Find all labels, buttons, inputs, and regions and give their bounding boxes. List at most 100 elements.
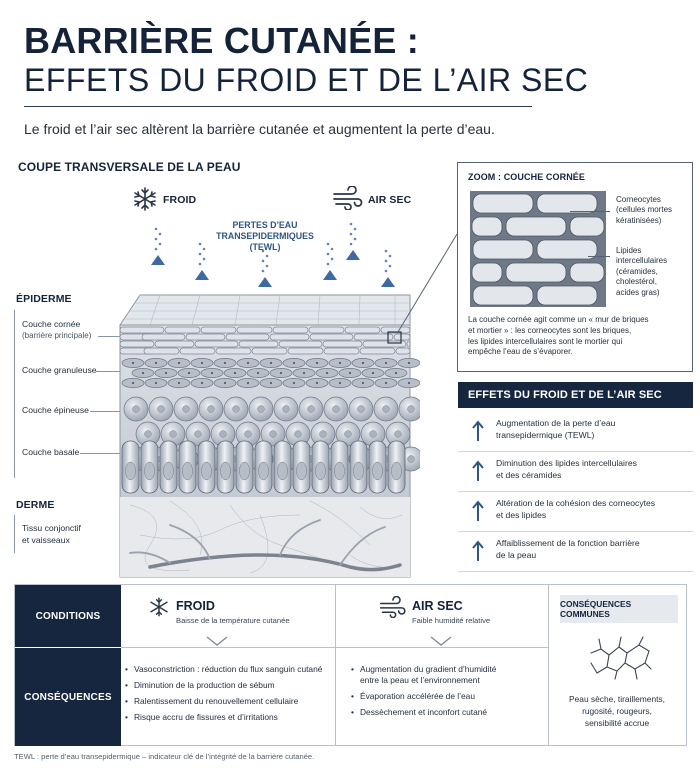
zoom-caption-line3: les lipides intercellulaires sont le mor…: [468, 336, 623, 346]
effect-text-line2: et des lipides: [496, 509, 547, 520]
arrow-up-icon: [472, 540, 484, 561]
lipids-line4: cholestérol,: [616, 277, 657, 287]
derme-tissue-line1: Tissu conjonctif: [22, 523, 81, 533]
cracked-skin-icon: [590, 636, 652, 680]
layer-label-granular: Couche granuleuse: [22, 365, 97, 375]
zoom-caption-line2: et mortier » : les corneocytes sont les …: [468, 325, 632, 335]
effect-text-line1: Diminution des lipides intercellulaires: [496, 458, 637, 468]
leader-spinous: [90, 411, 120, 412]
dry-consequence-item: Dessèchement et inconfort cutané: [351, 707, 541, 718]
layer-label-corneum-sub: (barrière principale): [22, 330, 92, 340]
epiderme-label: ÉPIDERME: [16, 293, 72, 305]
tewl-label: PERTES D’EAU TRANSEPIDERMIQUES (TEWL): [205, 220, 325, 253]
effect-text-line2: transepidermique (TEWL): [496, 429, 595, 440]
effect-text-line2: et des céramides: [496, 469, 562, 480]
wind-icon: [379, 596, 406, 618]
corneocytes-line2: (cellules mortes: [616, 205, 673, 215]
title-divider: [24, 106, 532, 107]
tewl-label-line3: (TEWL): [249, 241, 281, 252]
zoom-caption: La couche cornée agit comme un « mur de …: [468, 315, 688, 358]
brick-wall-illustration: [470, 191, 606, 307]
dry-column-subtitle: Faible humidité relative: [412, 616, 491, 625]
arrow-up-icon: [472, 500, 484, 521]
effect-text-line1: Augmentation de la perte d’eau: [496, 418, 616, 428]
leader-granular: [96, 371, 120, 372]
layer-label-corneum-title: Couche cornée: [22, 319, 81, 329]
cold-consequences-list: Vasoconstriction : réduction du flux san…: [125, 664, 333, 728]
derme-tissue-label: Tissu conjonctif et vaisseaux: [22, 523, 81, 546]
zoom-panel: ZOOM : COUCHE CORNÉE Corneocytes (cellul…: [457, 162, 693, 372]
corneocytes-line1: Corneocytes: [616, 195, 661, 204]
derme-label: DERME: [16, 499, 55, 511]
common-line3: sensibilité accrue: [584, 717, 650, 728]
cold-consequence-item: Risque accru de fissures et d’irritation…: [125, 712, 333, 723]
zoom-leader-line: [397, 233, 458, 333]
chevron-down-icon: [206, 636, 228, 646]
cold-consequence-item: Diminution de la production de sébum: [125, 680, 333, 691]
lipids-label: Lipides intercellulaires (céramides, cho…: [616, 246, 667, 298]
common-line1: Peau sèche, tiraillements,: [569, 694, 665, 704]
chevron-down-icon: [430, 636, 452, 646]
zoom-caption-line4: empêche l’eau de s’évaporer.: [468, 347, 573, 357]
cold-column-title: FROID: [176, 599, 215, 613]
effect-text-line1: Affaiblissement de la fonction barrière: [496, 538, 640, 548]
row-label-conditions: CONDITIONS: [15, 585, 121, 647]
tewl-label-line2: TRANSEPIDERMIQUES: [216, 230, 314, 241]
cold-consequence-item: Vasoconstriction : réduction du flux san…: [125, 664, 333, 675]
layer-label-basal: Couche basale: [22, 447, 80, 457]
dry-consequences-list: Augmentation du gradient d’humidité entr…: [351, 664, 541, 723]
page-subtitle: Le froid et l’air sec altèrent la barriè…: [24, 121, 495, 137]
lipids-line5: acides gras): [616, 287, 660, 297]
effect-item: Altération de la cohésion des corneocyte…: [458, 492, 693, 532]
corneocytes-leader: [570, 211, 610, 212]
zoom-title: ZOOM : COUCHE CORNÉE: [468, 172, 586, 182]
dry-air-label: AIR SEC: [368, 194, 412, 206]
cold-label: FROID: [163, 194, 197, 206]
summary-table: CONDITIONS CONSÉQUENCES FROID Baisse de …: [14, 584, 687, 746]
page-title: BARRIÈRE CUTANÉE :: [24, 20, 419, 61]
wind-icon: [333, 186, 363, 210]
dry-consequence-line: entre la peau et l’environnement: [360, 674, 480, 685]
tewl-label-line1: PERTES D’EAU: [232, 220, 298, 230]
leader-basal: [80, 453, 120, 454]
epiderme-bracket: [14, 310, 15, 478]
corneocytes-label: Corneocytes (cellules mortes kératinisée…: [616, 195, 672, 226]
lipids-line1: Lipides: [616, 246, 642, 255]
arrow-up-icon: [472, 460, 484, 481]
effects-panel: EFFETS DU FROID ET DE L’AIR SEC Augmenta…: [458, 382, 693, 572]
leader-corneum: [98, 336, 120, 337]
derme-tissue-line2: et vaisseaux: [22, 534, 70, 545]
cold-column-subtitle: Baisse de la température cutanée: [176, 616, 290, 625]
effects-title: EFFETS DU FROID ET DE L’AIR SEC: [458, 382, 693, 408]
cross-section-title: COUPE TRANSVERSALE DE LA PEAU: [18, 160, 241, 174]
derme-bracket: [14, 515, 15, 553]
corneocytes-line3: kératinisées): [616, 215, 662, 225]
common-line2: rugosité, rougeurs,: [582, 705, 652, 716]
column-divider-1: [335, 585, 336, 745]
common-consequences-title: CONSÉQUENCES COMMUNES: [560, 595, 678, 623]
dry-column-title: AIR SEC: [412, 599, 463, 613]
snowflake-icon: [150, 597, 168, 617]
snowflake-icon: [134, 187, 156, 211]
dry-consequence-item: Augmentation du gradient d’humidité entr…: [351, 664, 541, 686]
dry-consequence-line: Augmentation du gradient d’humidité: [360, 664, 497, 674]
effect-text-line2: de la peau: [496, 549, 537, 560]
cold-consequence-item: Ralentissement du renouvellement cellula…: [125, 696, 333, 707]
effect-text: Altération de la cohésion des corneocyte…: [496, 498, 686, 521]
row-divider: [121, 647, 548, 648]
layer-label-corneum: Couche cornée (barrière principale): [22, 319, 91, 340]
arrow-up-icon: [472, 420, 484, 441]
zoom-caption-line1: La couche cornée agit comme un « mur de …: [468, 315, 649, 324]
page-title-line2: EFFETS DU FROID ET DE L’AIR SEC: [24, 62, 589, 98]
common-consequences-text: Peau sèche, tiraillements, rugosité, rou…: [553, 694, 681, 729]
footnote: TEWL : perte d’eau transepidermique – in…: [14, 752, 315, 761]
dry-consequence-item: Évaporation accélérée de l’eau: [351, 691, 541, 702]
column-divider-2: [548, 585, 549, 745]
lipids-leader: [588, 256, 610, 257]
